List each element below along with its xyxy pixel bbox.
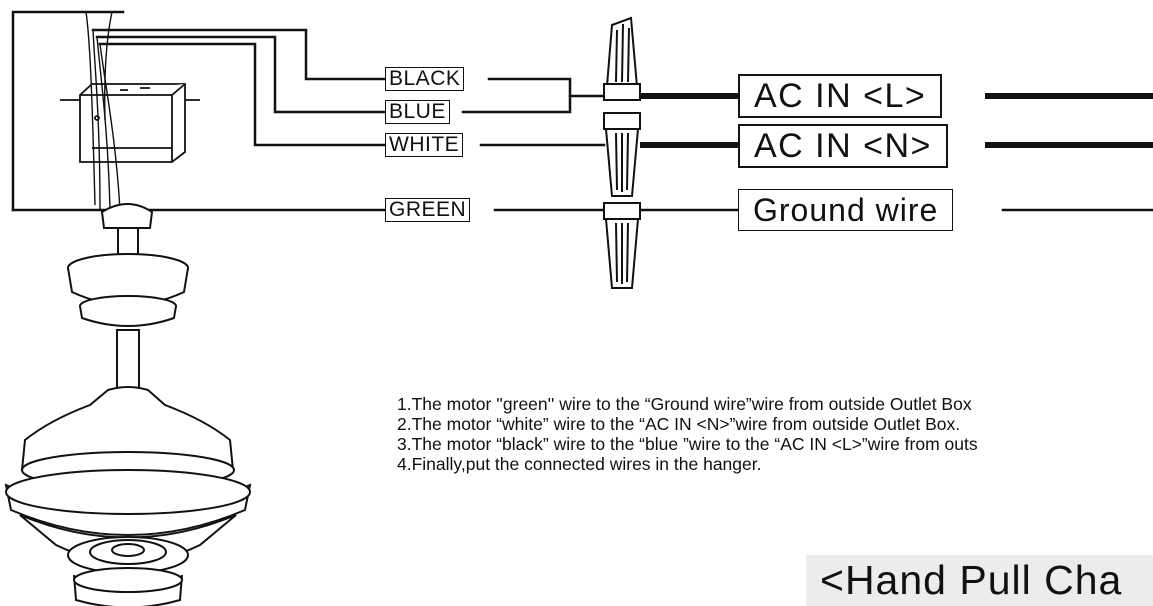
instruction-item: 2.The motor “white” wire to the “AC IN <… [397, 414, 961, 434]
instructions-list: 1.The motor ''green'' wire to the “Groun… [397, 394, 1153, 474]
wire-nut-connector [603, 202, 641, 289]
section-title: <Hand Pull Cha [806, 555, 1153, 606]
ac-in-line-label: AC IN <L> [738, 74, 943, 118]
ac-in-neutral-label: AC IN <N> [738, 124, 948, 168]
ground-wire-label: Ground wire [738, 189, 954, 231]
blue-wire [95, 35, 387, 114]
wire-nut-connector [603, 16, 641, 101]
white-wire [98, 42, 387, 147]
white-wire-label: WHITE [385, 133, 464, 157]
green-wire-label: GREEN [385, 198, 471, 222]
black-wire [91, 28, 387, 81]
black-wire-label: BLACK [385, 67, 465, 91]
fan-canopy [67, 203, 189, 327]
instruction-item: 3.The motor “black” wire to the “blue ”w… [397, 434, 978, 454]
instruction-item: 4.Finally,put the connected wires in the… [397, 454, 762, 474]
fan-motor-housing [4, 386, 252, 606]
downrod [116, 329, 140, 391]
outlet-box [60, 83, 200, 163]
instruction-item: 1.The motor ''green'' wire to the “Groun… [397, 394, 972, 414]
blue-wire-label: BLUE [385, 100, 450, 124]
wire-nut-connector [603, 112, 641, 197]
